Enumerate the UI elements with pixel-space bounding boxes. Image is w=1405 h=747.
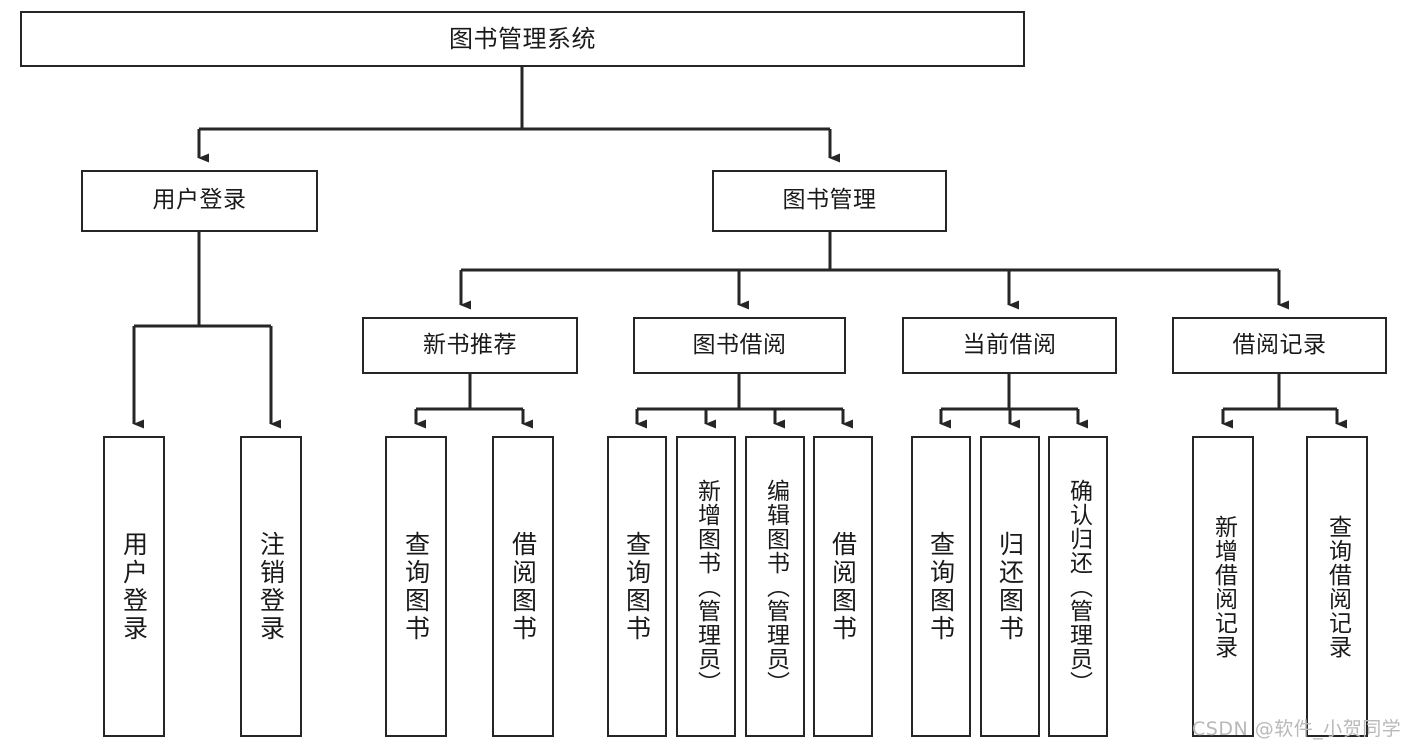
node-label: 图书管理系统 — [449, 24, 596, 53]
node-label: 注销登录 — [256, 530, 286, 643]
leaf-new-book-borrow[interactable]: 借阅图书 — [492, 436, 554, 737]
node-label: 查询借阅记录 — [1324, 514, 1351, 659]
node-label: 查询图书 — [401, 530, 431, 643]
node-borrow-record[interactable]: 借阅记录 — [1172, 317, 1387, 374]
node-label: 确认归还（管理员） — [1065, 478, 1092, 695]
node-current-borrow[interactable]: 当前借阅 — [902, 317, 1117, 374]
node-label: 查询图书 — [926, 530, 956, 643]
node-label: 图书管理 — [782, 187, 877, 214]
node-label: 借阅记录 — [1232, 331, 1327, 358]
leaf-record-query-record[interactable]: 查询借阅记录 — [1306, 436, 1368, 737]
node-book-management[interactable]: 图书管理 — [712, 170, 947, 232]
leaf-current-confirm-return-admin[interactable]: 确认归还（管理员） — [1048, 436, 1108, 737]
node-label: 新增图书（管理员） — [693, 478, 720, 695]
node-label: 归还图书 — [995, 530, 1025, 643]
node-label: 借阅图书 — [828, 530, 858, 643]
leaf-record-add-record[interactable]: 新增借阅记录 — [1192, 436, 1254, 737]
node-user-login[interactable]: 用户登录 — [81, 170, 318, 232]
node-new-book-recommend[interactable]: 新书推荐 — [362, 317, 578, 374]
node-label: 当前借阅 — [962, 331, 1057, 358]
node-label: 新增借阅记录 — [1210, 514, 1237, 659]
node-label: 图书借阅 — [692, 331, 787, 358]
node-root-system[interactable]: 图书管理系统 — [20, 11, 1025, 67]
csdn-watermark: CSDN @软件_小贺同学 — [1192, 718, 1402, 740]
leaf-borrow-edit-book-admin[interactable]: 编辑图书（管理员） — [745, 436, 805, 737]
node-book-borrow[interactable]: 图书借阅 — [633, 317, 846, 374]
node-label: 用户登录 — [152, 187, 247, 214]
leaf-borrow-query-book[interactable]: 查询图书 — [607, 436, 667, 737]
node-label: 新书推荐 — [423, 331, 517, 358]
node-label: 编辑图书（管理员） — [762, 478, 789, 695]
leaf-user-login-signout[interactable]: 注销登录 — [240, 436, 302, 737]
leaf-current-query-book[interactable]: 查询图书 — [911, 436, 971, 737]
leaf-borrow-add-book-admin[interactable]: 新增图书（管理员） — [676, 436, 736, 737]
node-label: 用户登录 — [119, 530, 149, 643]
leaf-borrow-borrow-book[interactable]: 借阅图书 — [813, 436, 873, 737]
node-label: 查询图书 — [622, 530, 652, 643]
leaf-current-return-book[interactable]: 归还图书 — [980, 436, 1040, 737]
leaf-user-login-signin[interactable]: 用户登录 — [103, 436, 165, 737]
leaf-new-book-query[interactable]: 查询图书 — [385, 436, 447, 737]
node-label: 借阅图书 — [508, 530, 538, 643]
